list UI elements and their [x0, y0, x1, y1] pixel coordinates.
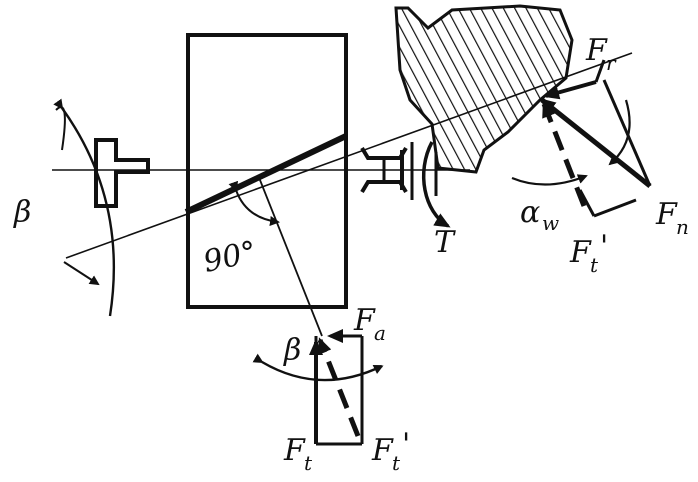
label-fn: F	[655, 197, 678, 232]
label-ft: F	[283, 433, 306, 468]
label-torque: T	[434, 225, 456, 260]
tooth-line	[184, 133, 348, 215]
beta-arc-left-tick	[63, 261, 100, 286]
label-beta-left: β	[13, 195, 31, 230]
bearing	[360, 142, 438, 200]
gear-body	[186, 33, 348, 309]
label-beta-bottom: β	[283, 333, 301, 368]
label-90-degrees: 90°	[200, 235, 259, 280]
label-alpha: α	[520, 195, 540, 230]
label-ft-sub: t	[304, 451, 313, 475]
label-fa-sub: a	[374, 321, 386, 345]
label-ft-prime-bottom-sub: t	[392, 451, 401, 475]
label-fn-sub: n	[676, 215, 689, 239]
label-ft-prime-bottom-mark: '	[402, 427, 410, 462]
right-angle-arc	[228, 180, 280, 226]
label-ft-prime-right: F	[569, 235, 592, 270]
label-fa: F	[353, 303, 376, 338]
label-ft-prime-right-mark: '	[600, 229, 608, 264]
torque-arc	[421, 141, 451, 228]
right-force-group	[511, 59, 652, 218]
beta-arc-left	[55, 106, 66, 151]
label-alpha-sub: w	[542, 211, 559, 235]
label-ft-prime-bottom: F	[371, 433, 394, 468]
label-fr: F	[585, 33, 608, 68]
shaft-key	[94, 138, 150, 208]
beta-arc-left-main	[53, 98, 116, 317]
helix-reference-line	[65, 52, 633, 259]
label-fr-sub: r	[606, 51, 617, 75]
hatched-section	[394, 4, 574, 174]
label-ft-prime-right-sub: t	[590, 253, 599, 277]
bottom-force-group	[252, 329, 384, 446]
normal-line	[257, 174, 323, 337]
